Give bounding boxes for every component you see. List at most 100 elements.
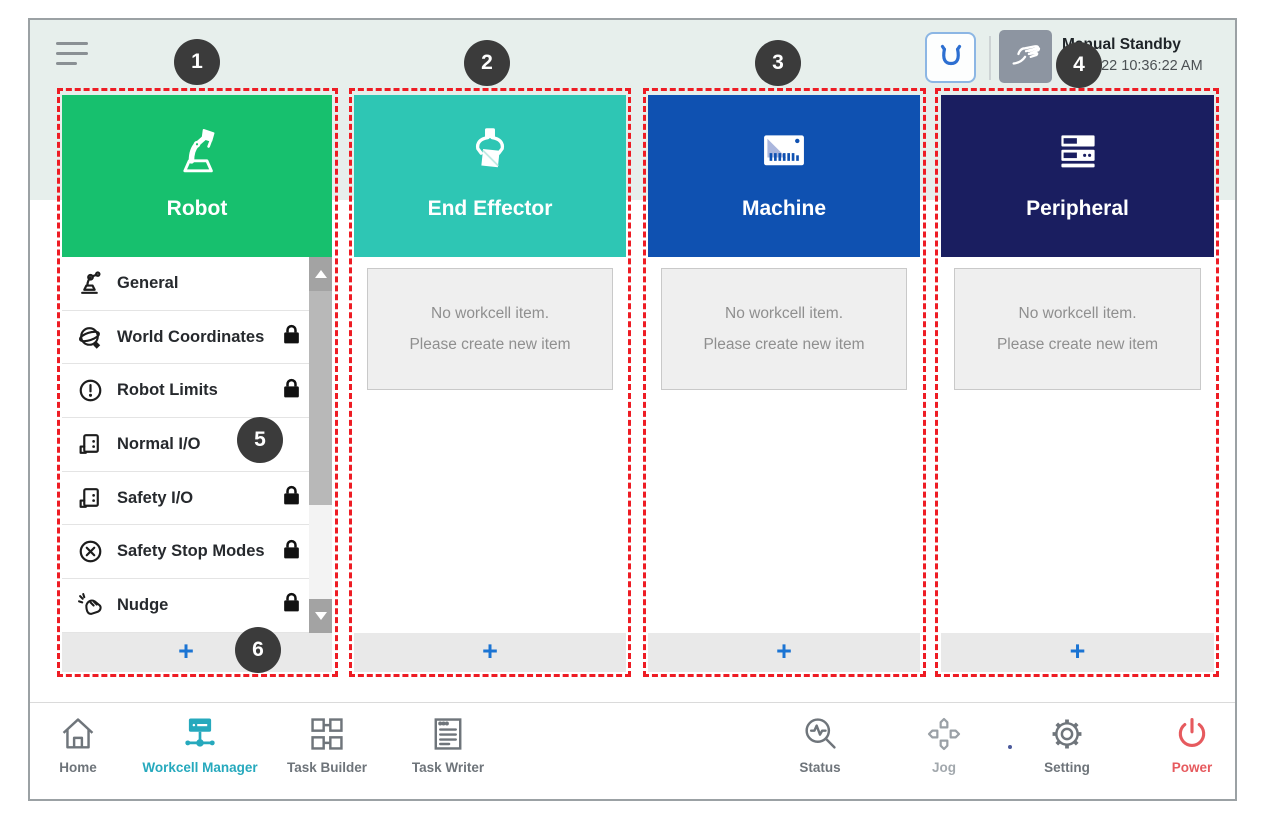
menu-item-world-coordinates[interactable]: World Coordinates <box>62 310 309 365</box>
nudge-hand-icon <box>75 592 105 619</box>
datetime-text: 2.22 10:36:22 AM <box>1089 58 1203 74</box>
menu-item-label: Robot Limits <box>117 381 218 400</box>
lock-icon <box>282 324 301 350</box>
empty-state-line1: No workcell item. <box>1018 305 1137 322</box>
nav-label: Status <box>799 760 841 775</box>
robot-column: Robot General <box>62 95 332 672</box>
nav-label: Jog <box>931 760 956 775</box>
nav-jog[interactable]: Jog <box>874 712 1014 775</box>
nav-label: Home <box>59 760 97 775</box>
empty-state-line2: Please create new item <box>409 336 571 353</box>
empty-state-line1: No workcell item. <box>431 305 549 322</box>
robot-column-title: Robot <box>166 197 228 220</box>
peripheral-column: Peripheral No workcell item. Please crea… <box>941 95 1214 672</box>
machine-icon <box>753 119 815 185</box>
scroll-down-button[interactable] <box>309 599 332 633</box>
end-effector-column-header[interactable]: End Effector <box>354 95 626 257</box>
menu-item-general[interactable]: General <box>62 257 309 311</box>
scrollbar[interactable] <box>309 257 332 633</box>
robot-column-header[interactable]: Robot <box>62 95 332 257</box>
callout-1: 1 <box>174 39 220 85</box>
menu-item-safety-io[interactable]: Safety I/O <box>62 471 309 526</box>
machine-column-title: Machine <box>741 197 827 220</box>
empty-state: No workcell item. Please create new item <box>367 268 613 390</box>
peripheral-column-header[interactable]: Peripheral <box>941 95 1214 257</box>
workcell-manager-icon <box>180 712 220 756</box>
machine-body: No workcell item. Please create new item <box>648 257 920 633</box>
plus-icon: + <box>178 635 194 666</box>
machine-add-item-button[interactable]: + <box>648 633 920 672</box>
nav-label: Power <box>1171 760 1213 775</box>
empty-state: No workcell item. Please create new item <box>661 268 907 390</box>
menu-item-label: Safety Stop Modes <box>117 542 265 561</box>
robot-arm-icon <box>75 270 105 297</box>
lock-icon <box>282 539 301 565</box>
machine-column: Machine No workcell item. Please create … <box>648 95 920 672</box>
nav-dot <box>1008 745 1012 749</box>
nav-setting[interactable]: Setting <box>997 712 1137 775</box>
server-rack-icon <box>1047 119 1109 185</box>
scroll-up-button[interactable] <box>309 257 332 291</box>
scrollbar-thumb[interactable] <box>309 291 332 505</box>
lock-icon <box>282 378 301 404</box>
globe-icon <box>75 324 105 351</box>
gripper-icon <box>459 119 521 185</box>
nav-task-writer[interactable]: Task Writer <box>378 712 518 775</box>
empty-state-line2: Please create new item <box>703 336 865 353</box>
menu-item-label: Normal I/O <box>117 434 201 453</box>
robot-select-button[interactable] <box>925 32 976 83</box>
callout-5: 5 <box>237 417 283 463</box>
nav-power[interactable]: Power <box>1122 712 1262 775</box>
machine-column-header[interactable]: Machine <box>648 95 920 257</box>
robot-menu-list: General World Coordinates <box>62 257 332 633</box>
io-connector-icon <box>75 431 105 458</box>
menu-item-label: General <box>117 273 179 292</box>
plus-icon: + <box>482 635 498 666</box>
callout-6: 6 <box>235 627 281 673</box>
lock-icon <box>282 485 301 511</box>
empty-state-line1: No workcell item. <box>725 305 843 322</box>
menu-item-label: Safety I/O <box>117 488 194 507</box>
jog-dpad-icon <box>924 712 964 756</box>
menu-item-robot-limits[interactable]: Robot Limits <box>62 364 309 419</box>
menu-item-label: Nudge <box>117 595 169 614</box>
gear-icon <box>1047 712 1087 756</box>
plus-icon: + <box>1069 635 1086 666</box>
nav-workcell-manager[interactable]: Workcell Manager <box>130 712 270 775</box>
callout-4: 4 <box>1056 42 1102 88</box>
end-effector-column: End Effector No workcell item. Please cr… <box>354 95 626 672</box>
peripheral-body: No workcell item. Please create new item <box>941 257 1214 633</box>
callout-3: 3 <box>755 40 801 86</box>
nav-label: Task Builder <box>286 760 368 775</box>
io-connector-icon <box>75 485 105 512</box>
lock-icon <box>282 592 301 618</box>
exclamation-circle-icon <box>75 377 105 404</box>
nav-status[interactable]: Status <box>750 712 890 775</box>
nav-label: Task Writer <box>411 760 485 775</box>
menu-item-safety-stop-modes[interactable]: Safety Stop Modes <box>62 525 309 580</box>
nav-label: Setting <box>1044 760 1090 775</box>
menu-item-nudge[interactable]: Nudge <box>62 579 309 633</box>
peripheral-column-title: Peripheral <box>1026 197 1129 220</box>
end-effector-body: No workcell item. Please create new item <box>354 257 626 633</box>
empty-state-line2: Please create new item <box>996 336 1159 353</box>
end-effector-add-item-button[interactable]: + <box>354 633 626 672</box>
end-effector-column-title: End Effector <box>427 197 553 220</box>
menu-item-label: World Coordinates <box>117 327 265 346</box>
triangle-up-icon <box>314 270 327 278</box>
nav-divider <box>30 702 1235 703</box>
robot-arm-icon <box>166 119 228 185</box>
nav-home[interactable]: Home <box>8 712 148 775</box>
manual-mode-button[interactable] <box>999 30 1052 83</box>
nav-task-builder[interactable]: Task Builder <box>257 712 397 775</box>
peripheral-add-item-button[interactable]: + <box>941 633 1214 672</box>
hamburger-menu-icon[interactable] <box>56 42 90 70</box>
task-writer-icon <box>428 712 468 756</box>
topbar-divider <box>989 36 991 80</box>
power-icon <box>1172 712 1212 756</box>
robot-add-item-button[interactable]: + <box>62 633 332 672</box>
robot-gripper-icon <box>934 38 968 77</box>
home-icon <box>58 712 98 756</box>
callout-2: 2 <box>464 40 510 86</box>
